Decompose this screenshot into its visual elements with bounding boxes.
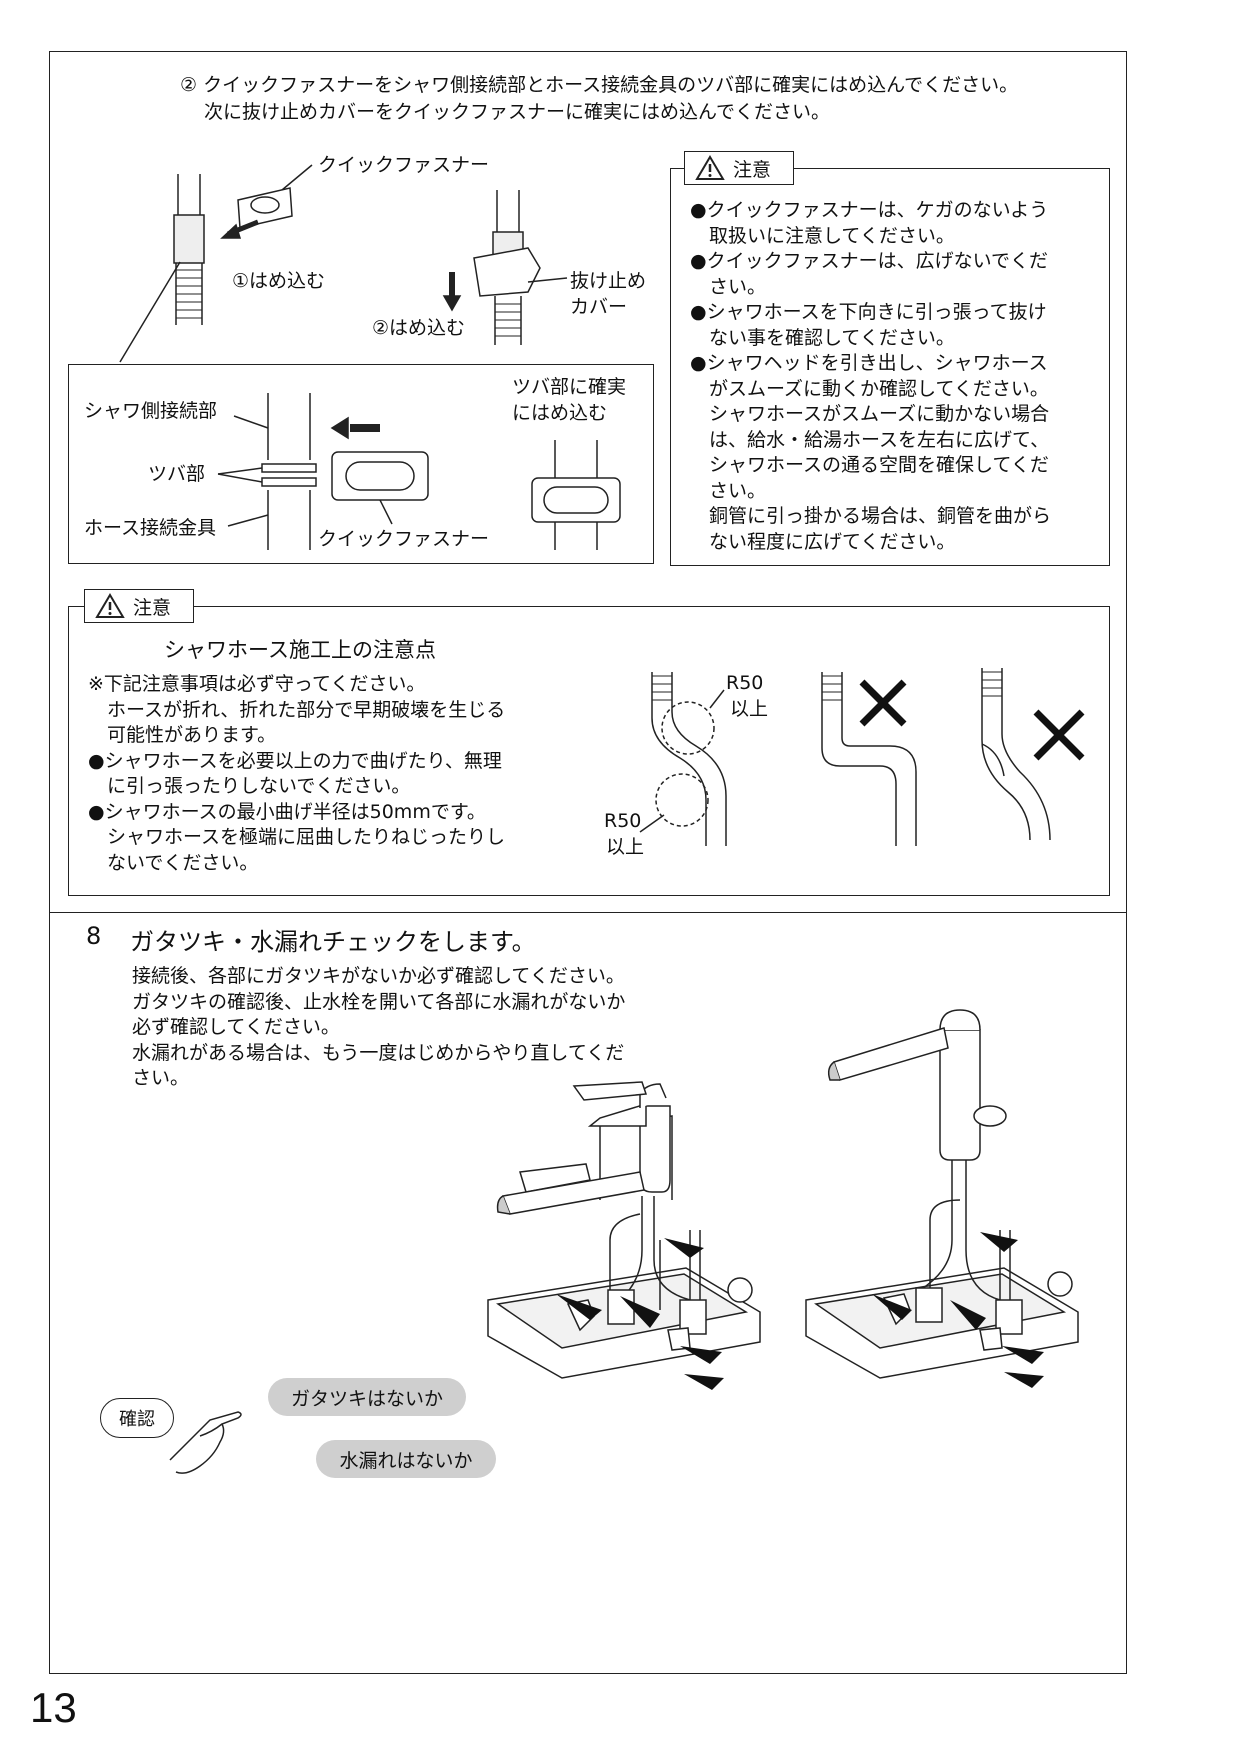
r50-bottom-1: R50: [604, 810, 642, 832]
caution-tag-2: 注意: [84, 589, 194, 623]
step8-line: さい。: [132, 1067, 190, 1089]
caution1-line: は、給水・給湯ホースを左右に広げて、: [690, 428, 1050, 451]
step8-body: 接続後、各部にガタツキがないか必ず確認してください。 ガタツキの確認後、止水栓を…: [132, 964, 625, 1092]
caution1-line: ●シャワホースを下向きに引っ張って抜け: [690, 301, 1047, 323]
step8-line: ガタツキの確認後、止水栓を開いて各部に水漏れがないか: [132, 990, 626, 1013]
caution2-line: 可能性があります。: [88, 724, 277, 746]
page-frame: [49, 51, 1127, 1674]
caution2-list: ※下記注意事項は必ず守ってください。 ホースが折れ、折れた部分で早期破壊を生じる…: [88, 672, 505, 876]
label-insert-flange-1: ツバ部に確実: [512, 376, 627, 398]
step8-line: 必ず確認してください。: [132, 1016, 340, 1038]
label-insert-1: ①はめ込む: [232, 270, 326, 292]
caution2-line: ないでください。: [88, 851, 259, 874]
confirm-tag: 確認: [100, 1398, 174, 1438]
caution-box-2: [68, 606, 1110, 896]
caution2-line: に引っ張ったりしないでください。: [88, 775, 411, 797]
step8-line: 水漏れがある場合は、もう一度はじめからやり直してくだ: [132, 1041, 625, 1064]
label-insert-2: ②はめ込む: [372, 317, 466, 339]
caution1-line: ない事を確認してください。: [690, 326, 955, 349]
step2-line1: ② クイックファスナーをシャワ側接続部とホース接続金具のツバ部に確実にはめ込んで…: [180, 74, 1019, 96]
caution2-line: ホースが折れ、折れた部分で早期破壊を生じる: [88, 698, 506, 721]
label-quick-fastener-top: クイックファスナー: [318, 154, 490, 176]
check-leak-pill: 水漏れはないか: [316, 1440, 496, 1478]
caution1-line: ●シャワヘッドを引き出し、シャワホース: [690, 352, 1048, 374]
r50-top-1: R50: [726, 672, 764, 694]
label-cover-2: カバー: [570, 296, 628, 318]
caution1-line: がスムーズに動くか確認してください。: [690, 377, 1049, 400]
caution1-line: ●クイックファスナーは、広げないでくだ: [690, 250, 1049, 272]
label-shower-side: シャワ側接続部: [84, 400, 218, 422]
caution1-line: さい。: [690, 275, 767, 298]
caution-tag-1: 注意: [684, 151, 794, 185]
label-quick-fastener-detail: クイックファスナー: [318, 528, 490, 550]
step8-line: 接続後、各部にガタツキがないか必ず確認してください。: [132, 965, 625, 987]
caution1-line: シャワホースの通る空間を確保してくだ: [690, 454, 1049, 476]
caution1-line: ない程度に広げてください。: [690, 530, 956, 553]
caution-box-1: [670, 168, 1110, 566]
page-number: 13: [30, 1684, 77, 1731]
check-loose-pill: ガタツキはないか: [268, 1378, 466, 1416]
label-flange: ツバ部: [148, 463, 206, 485]
caution-label-1: 注意: [733, 158, 772, 181]
label-cover-1: 抜け止め: [570, 270, 647, 292]
r50-top-2: 以上: [730, 698, 769, 720]
step2-line2: 次に抜け止めカバーをクイックファスナーに確実にはめ込んでください。: [204, 101, 831, 123]
label-hose-fitting: ホース接続金具: [84, 517, 217, 539]
label-insert-flange-2: にはめ込む: [512, 402, 608, 424]
caution2-heading: シャワホース施工上の注意点: [164, 638, 436, 662]
caution1-line: さい。: [690, 479, 767, 502]
caution1-line: シャワホースがスムーズに動かない場合: [690, 403, 1050, 425]
warning-icon: [95, 593, 125, 618]
caution1-line: ●クイックファスナーは、ケガのないよう: [690, 199, 1049, 221]
section-divider: [49, 912, 1127, 913]
caution1-line: 取扱いに注意してください。: [690, 224, 955, 247]
step8-number: 8: [86, 922, 102, 950]
caution2-line: ●シャワホースを必要以上の力で曲げたり、無理: [88, 749, 502, 772]
warning-icon: [695, 155, 725, 180]
caution1-list: ●クイックファスナーは、ケガのないよう 取扱いに注意してください。 ●クイックフ…: [690, 198, 1051, 555]
r50-bottom-2: 以上: [606, 836, 645, 858]
step8-title: ガタツキ・水漏れチェックをします。: [130, 928, 536, 956]
detail-box: [68, 364, 654, 564]
caution2-line: ※下記注意事項は必ず守ってください。: [88, 673, 426, 695]
caution2-line: シャワホースを極端に屈曲したりねじったりし: [88, 826, 506, 848]
caution1-line: 銅管に引っ掛かる場合は、銅管を曲がら: [690, 505, 1052, 527]
caution-label-2: 注意: [133, 596, 172, 619]
caution2-line: ●シャワホースの最小曲げ半径は50mmです。: [88, 800, 486, 823]
